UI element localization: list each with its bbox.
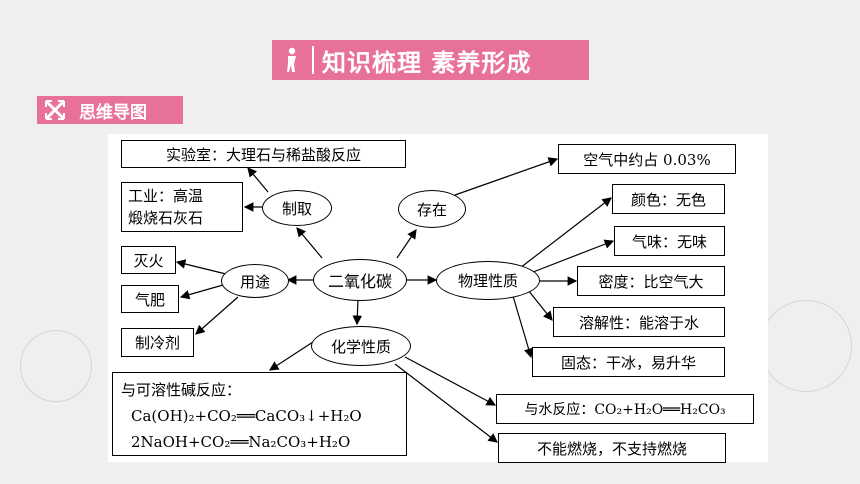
arrow-center-existence	[396, 229, 417, 259]
phys-density-box: 密度：比空气大	[577, 266, 725, 296]
background-decoration	[20, 330, 92, 402]
chem-alkali-eq2: 2NaOH+CO₂══Na₂CO₃+H₂O	[131, 433, 351, 451]
branch-uses: 用途	[221, 264, 289, 298]
arrow-uses-fire	[175, 259, 227, 275]
arrow-chem-combustion	[394, 363, 498, 443]
arrow-center-preparation	[296, 227, 323, 259]
arrow-uses-refrigerant	[195, 296, 239, 335]
arrow-uses-fertilizer	[179, 284, 224, 300]
arrow-phys-color	[519, 197, 612, 269]
phys-color-box: 颜色：无色	[612, 184, 725, 214]
chem-alkali-title: 与可溶性碱反应：	[121, 381, 242, 399]
center-node: 二氧化碳	[313, 259, 407, 301]
branch-physical: 物理性质	[436, 261, 540, 300]
branch-preparation: 制取	[262, 190, 332, 226]
chem-alkali-box: 与可溶性碱反应： Ca(OH)₂+CO₂══CaCO₃↓+H₂O 2NaOH+C…	[112, 372, 407, 456]
existence-air-box: 空气中约占 0.03%	[558, 144, 736, 174]
branch-existence: 存在	[398, 190, 466, 228]
arrow-phys-odor	[527, 239, 615, 275]
chem-water-box: 与水反应：CO₂+H₂O══H₂CO₃	[496, 394, 754, 424]
prep-lab-box: 实验室：大理石与稀盐酸反应	[121, 140, 406, 168]
arrow-phys-solubility	[527, 289, 553, 321]
phys-solubility-box: 溶解性：能溶于水	[553, 307, 725, 337]
page-title: 知识梳理 素养形成	[322, 48, 532, 77]
person-icon	[272, 40, 312, 80]
banner-separator	[312, 46, 314, 74]
arrow-chem-alkali	[268, 339, 317, 371]
prep-industry-line1: 工业：高温	[128, 187, 204, 205]
chem-alkali-eq1: Ca(OH)₂+CO₂══CaCO₃↓+H₂O	[131, 407, 362, 425]
arrow-chem-water	[404, 356, 497, 406]
section-banner: 思维导图	[37, 96, 183, 124]
use-fire-box: 灭火	[121, 246, 176, 274]
cross-arrows-icon	[37, 96, 73, 124]
prep-industry-box: 工业：高温 煅烧石灰石	[121, 182, 243, 232]
phys-odor-box: 气味：无味	[614, 226, 725, 256]
use-refrigerant-box: 制冷剂	[121, 328, 194, 357]
branch-chemical: 化学性质	[311, 326, 411, 366]
arrow-prep-lab	[247, 167, 269, 193]
title-banner: 知识梳理 素养形成	[272, 40, 589, 80]
arrow-existence-air	[454, 157, 559, 196]
chem-combustion-box: 不能燃烧，不支持燃烧	[498, 433, 726, 463]
arrow-center-chemical	[352, 298, 363, 326]
prep-industry-line2: 煅烧石灰石	[128, 209, 204, 227]
arrow-phys-solid	[512, 295, 534, 359]
section-title: 思维导图	[79, 102, 147, 123]
phys-solid-box: 固态：干冰，易升华	[532, 347, 725, 377]
use-fertilizer-box: 气肥	[121, 285, 179, 313]
